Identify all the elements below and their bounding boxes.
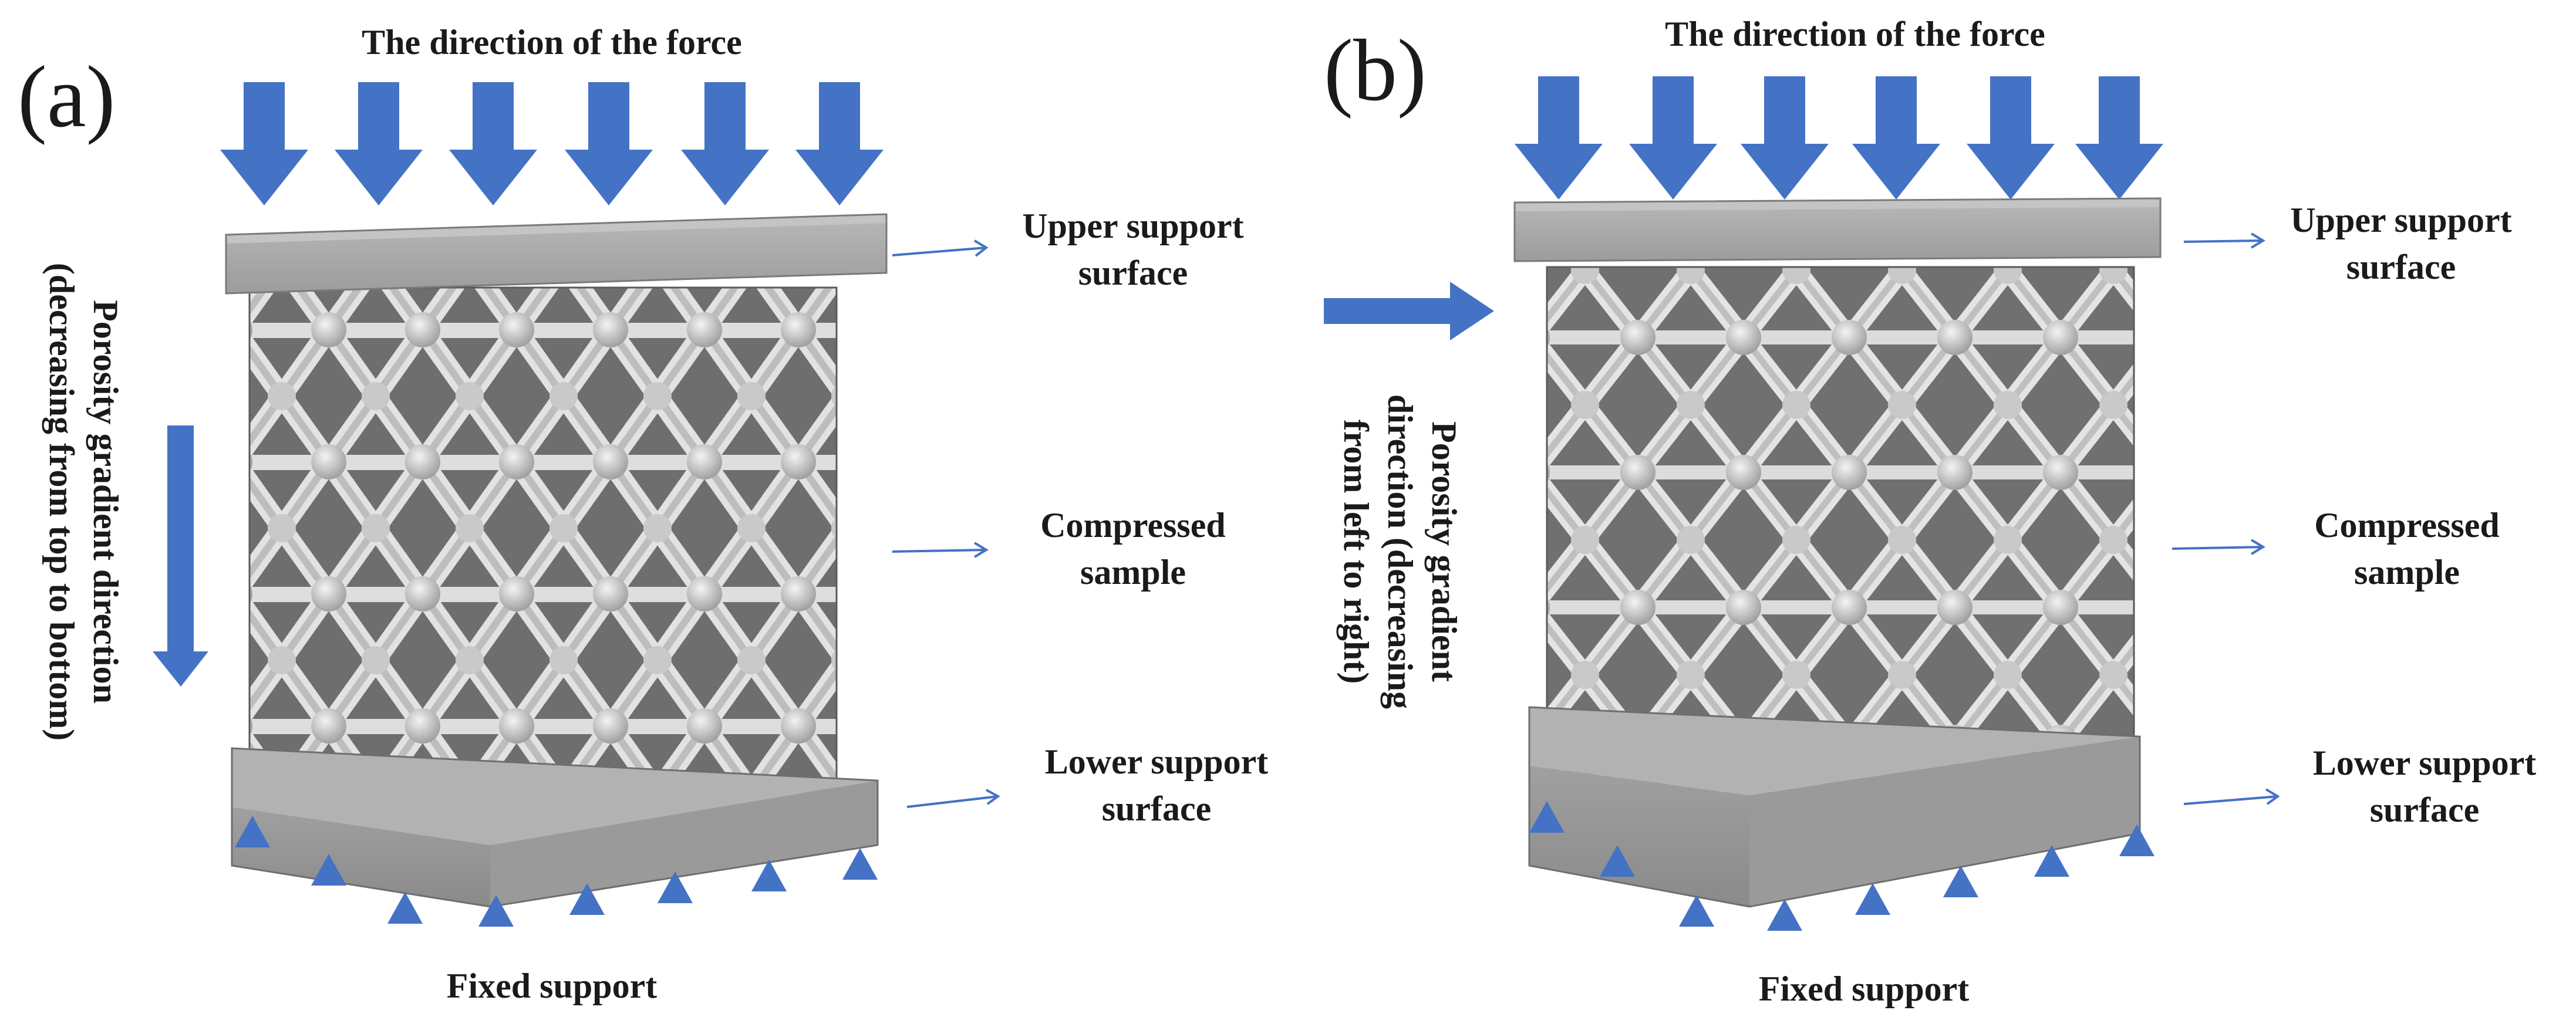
- panel-b-gradient-arrow-icon: [1324, 282, 1494, 340]
- panel-b-pointers: [2172, 232, 2280, 805]
- panel-b-letter: (b): [1324, 22, 1427, 119]
- panel-a-gradient-line-2: (decreasing from top to bottom): [42, 263, 81, 741]
- panel-b: (b) The direction of the force Porosity …: [1324, 15, 2536, 1008]
- panel-b-sample-label-1: Compressed: [2314, 506, 2500, 545]
- panel-b-upper-label-2: surface: [2346, 248, 2456, 286]
- force-arrow-icon: [449, 82, 537, 205]
- panel-b-fixed-label: Fixed support: [1759, 969, 1969, 1008]
- panel-b-force-arrows: [1515, 76, 2163, 200]
- panel-a-sample-label-1: Compressed: [1040, 506, 1226, 545]
- panel-a-gradient-line-1: Porosity gradient direction: [86, 300, 125, 704]
- panel-b-force-label: The direction of the force: [1665, 15, 2045, 53]
- support-triangle-icon: [1943, 866, 1978, 897]
- panel-b-lattice: [1547, 267, 2134, 783]
- panel-b-lower-label-2: surface: [2370, 790, 2480, 829]
- panel-b-gradient-line-1: Porosity gradient: [1425, 421, 1464, 682]
- panel-a: (a) The direction of the force Porosity …: [18, 23, 1268, 1005]
- panel-b-lower-label-1: Lower support: [2313, 744, 2537, 782]
- panel-a-lower-label-1: Lower support: [1045, 742, 1269, 781]
- panel-a-lattice: [249, 288, 837, 792]
- panel-a-sample-label-2: sample: [1080, 553, 1186, 592]
- panel-a-fixed-label: Fixed support: [447, 967, 657, 1005]
- panel-a-upper-plate: [225, 213, 888, 295]
- support-triangle-icon: [1855, 883, 1890, 915]
- panel-a-letter: (a): [18, 48, 115, 146]
- force-arrow-icon: [1515, 76, 1603, 200]
- force-arrow-icon: [2075, 76, 2163, 200]
- panel-a-lower-label-2: surface: [1102, 789, 1212, 828]
- panel-b-gradient-line-2: direction (decreasing: [1381, 394, 1420, 709]
- panel-a-force-label: The direction of the force: [362, 23, 742, 62]
- support-triangle-icon: [842, 848, 878, 880]
- support-triangle-icon: [387, 892, 423, 924]
- force-arrow-icon: [1741, 76, 1829, 200]
- force-arrow-icon: [1852, 76, 1940, 200]
- panel-a-gradient-label: Porosity gradient direction (decreasing …: [42, 263, 125, 741]
- panel-b-lower-plate: [1528, 706, 2141, 908]
- panel-b-upper-label-1: Upper support: [2290, 201, 2511, 239]
- panel-a-gradient-arrow-icon: [153, 425, 208, 687]
- panel-a-upper-label-1: Upper support: [1022, 207, 1243, 245]
- force-arrow-icon: [220, 82, 308, 205]
- force-arrow-icon: [335, 82, 423, 205]
- panel-b-upper-plate: [1513, 197, 2162, 262]
- force-arrow-icon: [795, 82, 884, 205]
- panel-a-force-arrows: [220, 82, 884, 205]
- panel-a-upper-label-2: surface: [1078, 254, 1188, 292]
- force-arrow-icon: [1629, 76, 1717, 200]
- panel-b-sample-label-2: sample: [2354, 553, 2460, 592]
- panel-b-gradient-label: Porosity gradient direction (decreasing …: [1337, 394, 1464, 709]
- force-arrow-icon: [1967, 76, 2055, 200]
- force-arrow-icon: [681, 82, 769, 205]
- support-triangle-icon: [1767, 899, 1802, 931]
- force-arrow-icon: [565, 82, 653, 205]
- panel-a-pointers: [892, 239, 1000, 808]
- panel-a-lower-plate: [231, 747, 879, 908]
- panel-b-gradient-line-3: from left to right): [1337, 420, 1375, 684]
